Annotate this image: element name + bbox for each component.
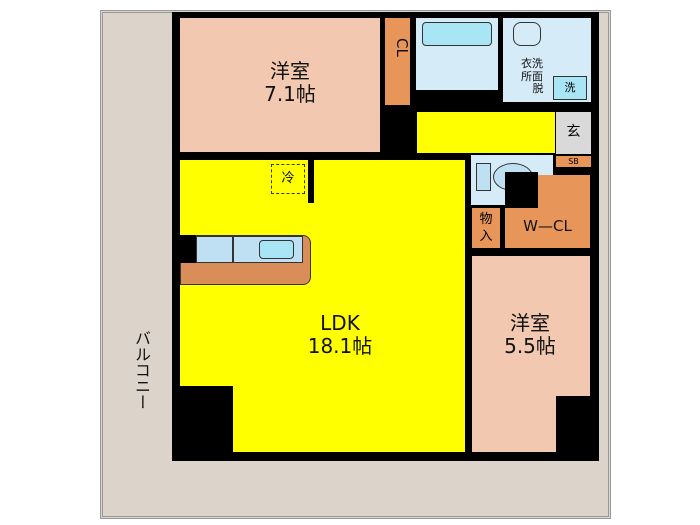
washroom-label: 衣洗 所面 脱 — [515, 57, 549, 96]
kitchen-wall — [180, 235, 196, 263]
storage: 物入 — [472, 208, 500, 248]
char: 入 — [479, 229, 493, 244]
room-size: 5.5帖 — [504, 334, 556, 358]
western-room-1 — [180, 18, 380, 152]
shoebox: SB — [556, 156, 591, 167]
toilet-tank-icon — [476, 163, 491, 191]
entrance: 玄 — [556, 112, 591, 154]
room-size: 18.1帖 — [307, 334, 373, 358]
room-name: 洋室 — [270, 59, 310, 83]
fridge-space: 冷 — [271, 164, 305, 194]
room-name: LDK — [320, 311, 360, 335]
washer: 洗 — [553, 76, 587, 100]
closet — [385, 18, 410, 105]
balcony-label: バルコニー — [132, 330, 151, 410]
char: 洗 — [532, 57, 543, 70]
wall-stub — [308, 158, 314, 203]
char: 物 — [479, 212, 493, 227]
pillar — [176, 386, 233, 456]
closet-label: CL — [393, 38, 411, 57]
hallway — [417, 112, 555, 153]
walk-in-closet-notch — [505, 172, 538, 208]
char: 脱 — [532, 82, 544, 96]
sink-icon — [513, 22, 541, 46]
pillar — [556, 396, 596, 456]
stove-icon — [196, 236, 233, 263]
bathtub-icon — [422, 22, 492, 46]
char: 所 — [521, 69, 532, 83]
char: 面 — [532, 69, 543, 83]
walk-in-closet-label: W—CL — [523, 217, 572, 235]
sink-basin-icon — [259, 240, 294, 259]
char: 衣 — [521, 57, 532, 70]
room-size: 7.1帖 — [264, 82, 316, 106]
room-name: 洋室 — [510, 311, 550, 335]
